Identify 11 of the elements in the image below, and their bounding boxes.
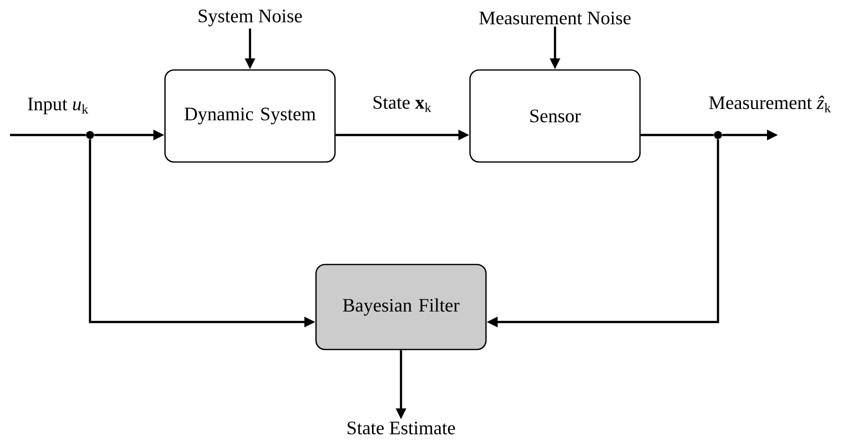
junction-dot: [714, 131, 722, 139]
output-label: State Estimate: [348, 422, 455, 434]
edge-label: Measurement ẑ$_{k}$: [708, 94, 832, 114]
text-label: Measurement Noise: [479, 12, 631, 24]
process-box: Sensor: [469, 69, 641, 163]
filter-box: Bayesian Filter: [315, 264, 487, 350]
process-box: Dynamic System: [164, 69, 336, 163]
edge-label: State x$_{k}$: [371, 95, 433, 113]
text-label: System Noise: [198, 10, 302, 26]
edge-label: Input u$_{k}$: [26, 96, 90, 116]
junction-dot: [86, 131, 94, 139]
